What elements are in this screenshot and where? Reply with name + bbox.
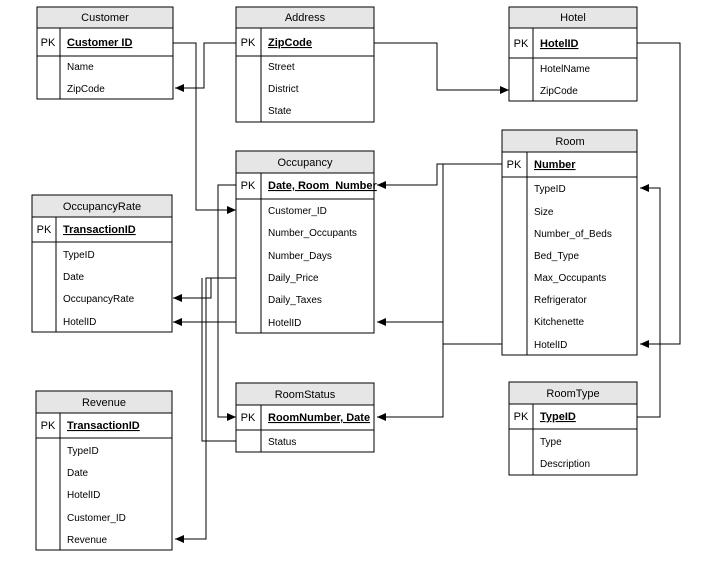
roomtype-field: Description [540,459,590,470]
revenue-title: Revenue [82,397,126,409]
revenue-field: Revenue [67,535,107,546]
revenue-field: Date [67,468,89,479]
revenue-field: TypeID [67,446,99,457]
occupancy-field: Daily_Taxes [268,295,322,306]
connector-address-customer [175,42,236,92]
occupancyrate-title: OccupancyRate [63,201,141,213]
room-field: Refrigerator [534,295,587,306]
hotel-field: ZipCode [540,86,578,97]
roomtype-field: Type [540,437,562,448]
roomstatus-pk-field: RoomNumber, Date [268,412,370,424]
connector-room-occupancy [377,163,502,189]
occupancy-field: Daily_Price [268,273,319,284]
occupancy-field: Number_Occupants [268,228,357,239]
revenue-field: HotelID [67,490,100,501]
room-field: HotelID [534,340,567,351]
room-title: Room [555,136,584,148]
room-field: TypeID [534,184,566,195]
entity-room: Room PK Number TypeID Size Number_of_Bed… [501,129,638,356]
occupancyrate-field: Date [63,272,85,283]
connector-occupancy-occrate [173,277,236,302]
connector-room-occupancy-hotel [377,318,502,345]
customer-title: Customer [81,12,129,24]
entity-revenue: Revenue PK TransactionID TypeID Date Hot… [35,390,173,551]
entity-roomstatus: RoomStatus PK RoomNumber, Date Status [235,382,375,453]
occupancy-pk-label: PK [241,180,256,192]
room-field: Bed_Type [534,251,579,262]
customer-pk-field: Customer ID [67,37,132,49]
room-field: Kitchenette [534,317,584,328]
address-pk-field: ZipCode [268,37,312,49]
hotel-pk-label: PK [514,38,529,50]
address-title: Address [285,12,326,24]
room-field: Number_of_Beds [534,229,612,240]
entity-hotel: Hotel PK HotelID HotelName ZipCode [508,6,638,102]
occupancyrate-field: TypeID [63,250,95,261]
room-field: Max_Occupants [534,273,606,284]
roomtype-pk-label: PK [514,411,529,423]
room-pk-label: PK [507,159,522,171]
roomtype-title: RoomType [546,388,599,400]
connector-hotel-room [637,42,681,348]
address-field: State [268,106,292,117]
customer-field: Name [67,62,94,73]
entity-address: Address PK ZipCode Street District State [235,6,375,123]
roomstatus-pk-label: PK [241,412,256,424]
customer-field: ZipCode [67,84,105,95]
entity-roomtype: RoomType PK TypeID Type Description [508,381,638,476]
occupancyrate-pk-field: TransactionID [63,224,136,236]
entity-occupancyrate: OccupancyRate PK TransactionID TypeID Da… [31,194,173,333]
occupancyrate-field: OccupancyRate [63,294,135,305]
connector-customer-occupancy [173,42,236,214]
hotel-title: Hotel [560,12,586,24]
address-pk-label: PK [241,37,256,49]
room-pk-field: Number [534,159,576,171]
roomstatus-field: Status [268,437,296,448]
occupancyrate-field: HotelID [63,317,96,328]
occupancy-field: Customer_ID [268,206,327,217]
connector-room-roomstatus [377,163,502,421]
entity-occupancy: Occupancy PK Date, Room_Number Customer_… [235,150,378,334]
connector-occupancy-revenue [175,277,236,543]
roomtype-pk-field: TypeID [540,411,576,423]
connector-occupancy-status [201,278,236,442]
relationship-connectors [173,42,681,543]
connector-roomtype-room [637,184,661,418]
revenue-pk-field: TransactionID [67,420,140,432]
customer-pk-label: PK [41,37,56,49]
roomstatus-title: RoomStatus [275,389,336,401]
occupancy-field: HotelID [268,318,301,329]
occupancy-field: Number_Days [268,251,332,262]
room-field: Size [534,207,554,218]
occupancy-title: Occupancy [277,157,333,169]
occupancy-pk-field: Date, Room_Number [268,180,378,192]
revenue-field: Customer_ID [67,513,126,524]
connector-occupancy-roomstatus [217,184,236,421]
occupancyrate-pk-label: PK [37,224,52,236]
entity-customer: Customer PK Customer ID Name ZipCode [36,6,174,100]
connector-address-hotel [374,42,509,94]
hotel-field: HotelName [540,64,590,75]
address-field: District [268,84,299,95]
address-field: Street [268,62,295,73]
revenue-pk-label: PK [41,420,56,432]
hotel-pk-field: HotelID [540,38,579,50]
